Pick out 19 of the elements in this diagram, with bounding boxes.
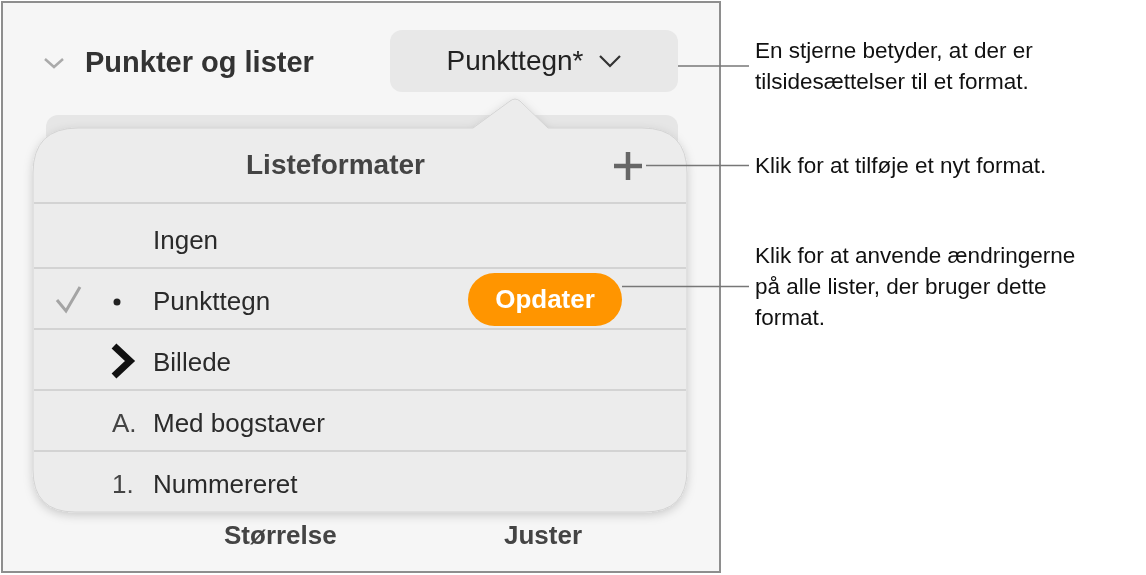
- list-style-name: Med bogstaver: [153, 408, 325, 438]
- update-button: Opdater: [468, 273, 622, 326]
- popover-title: Listeformater: [246, 150, 425, 180]
- section-heading: Punkter og lister: [85, 47, 314, 77]
- tab-label: Juster: [504, 520, 583, 550]
- popup-menu-button: Punkttegn*: [390, 30, 678, 92]
- list-style-name: Punkttegn: [153, 286, 271, 316]
- leader-line: [645, 164, 750, 167]
- callout-text: Klik for at tilføje et nyt format.: [755, 150, 1140, 181]
- callout-text: En stjerne betyder, at der er tilsidesættelser til et format.: [755, 35, 1140, 97]
- list-marker: A.: [112, 408, 137, 438]
- list-marker: 1.: [112, 469, 134, 499]
- leader-line: [621, 285, 750, 288]
- list-style-name: Ingen: [153, 225, 219, 255]
- leader-line: [677, 65, 750, 67]
- callout-text: Klik for at anvende ændringerne på alle lister, der bruger dette format.: [755, 240, 1085, 333]
- list-style-name: Nummereret: [153, 469, 298, 499]
- list-style-name: Billede: [153, 347, 232, 377]
- tab-label: Størrelse: [224, 520, 337, 550]
